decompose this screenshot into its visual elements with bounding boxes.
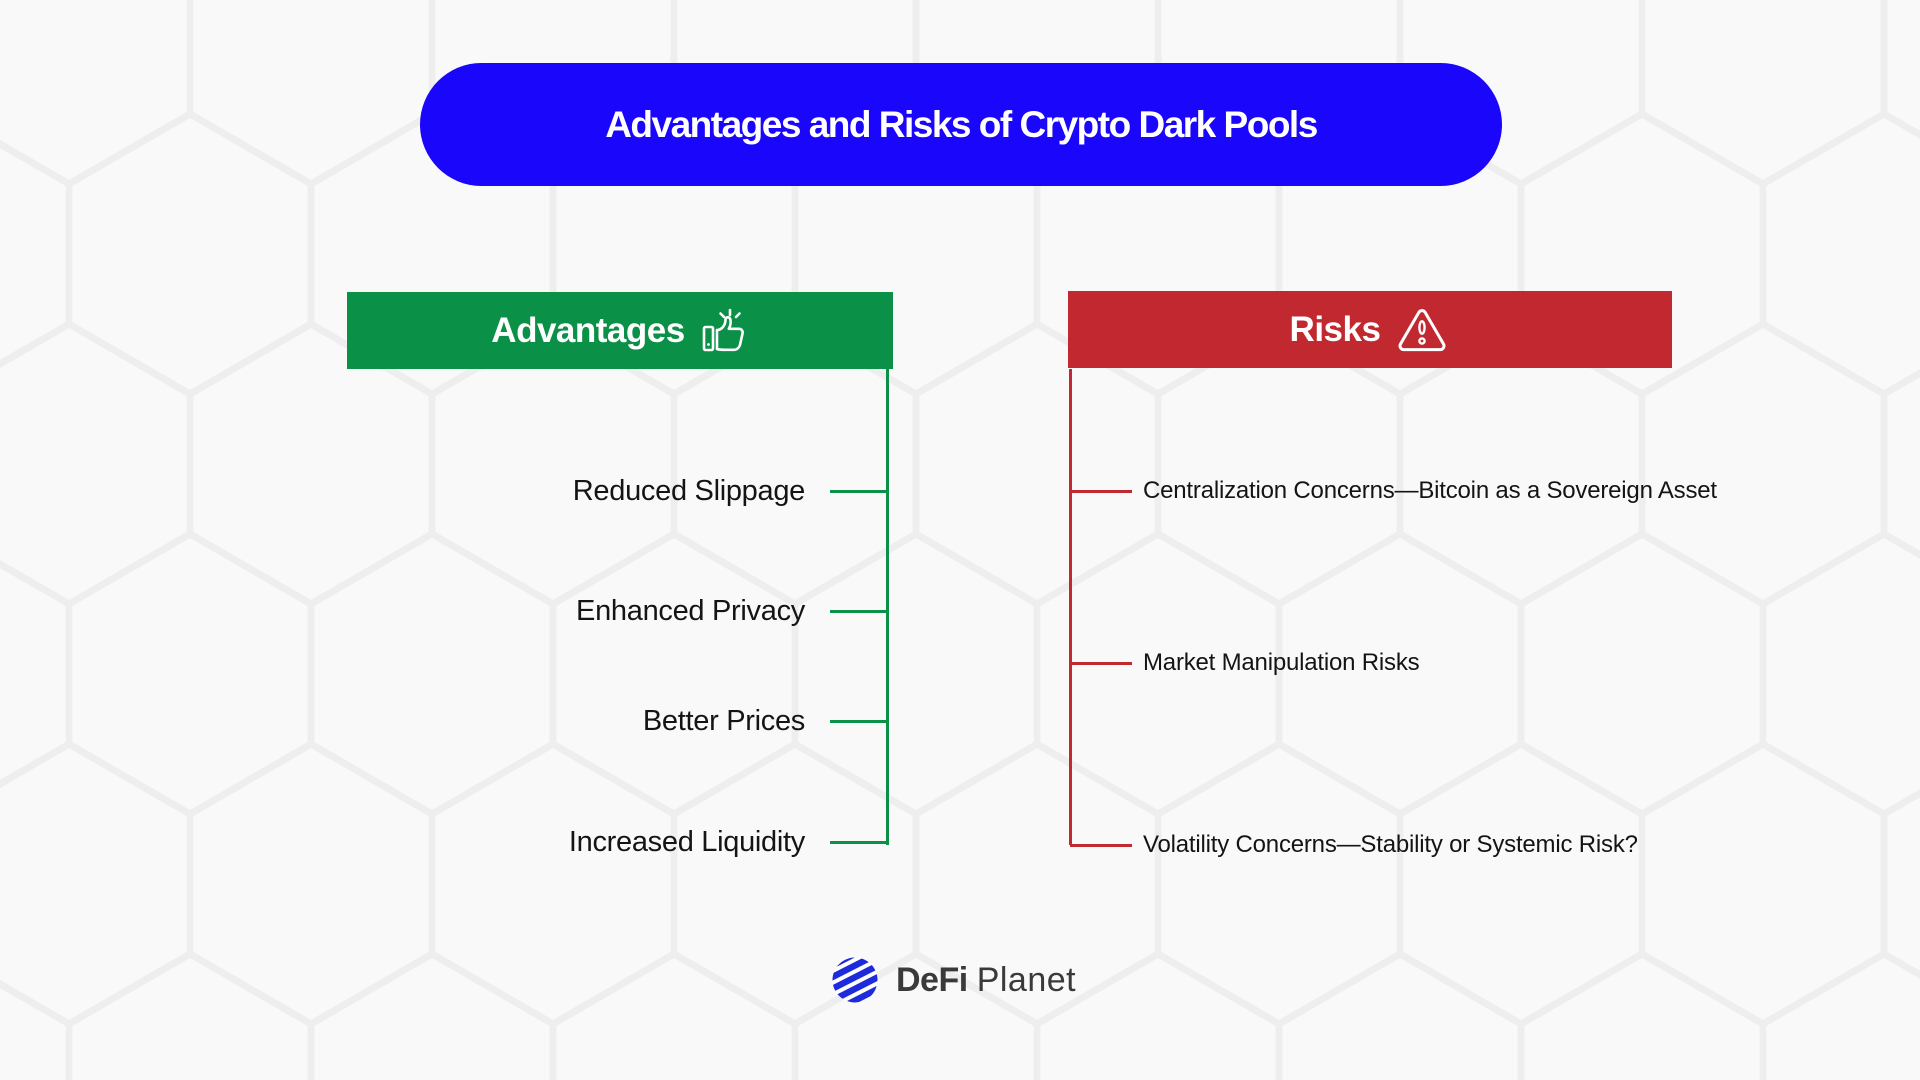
connector-line <box>830 609 889 613</box>
list-item-advantage: Increased Liquidity <box>569 820 889 864</box>
globe-icon <box>832 957 878 1003</box>
brand-name-regular: Planet <box>976 960 1077 999</box>
connector-line <box>1070 489 1132 493</box>
advantage-label: Better Prices <box>642 704 805 737</box>
connector-line <box>1070 661 1132 665</box>
connector-line <box>830 719 889 723</box>
page-title: Advantages and Risks of Crypto Dark Pool… <box>605 103 1318 145</box>
risk-label: Volatility Concerns—Stability or Systemi… <box>1143 831 1638 858</box>
advantages-header: Advantages <box>347 292 893 369</box>
connector-line <box>830 489 889 493</box>
list-item-risk: Centralization Concerns—Bitcoin as a Sov… <box>1070 469 1717 513</box>
list-item-risk: Volatility Concerns—Stability or Systemi… <box>1070 823 1638 867</box>
connector-line <box>830 840 889 844</box>
risks-header-label: Risks <box>1289 309 1381 349</box>
list-item-advantage: Better Prices <box>643 699 889 743</box>
risks-header: Risks <box>1068 291 1672 368</box>
brand-logo: DeFi Planet <box>830 955 1076 1005</box>
risks-spine-line <box>1069 369 1072 845</box>
list-item-risk: Market Manipulation Risks <box>1070 641 1420 685</box>
advantage-label: Enhanced Privacy <box>576 594 805 627</box>
brand-name-bold: DeFi <box>896 960 968 999</box>
connector-line <box>1070 843 1132 847</box>
title-banner: Advantages and Risks of Crypto Dark Pool… <box>420 63 1502 186</box>
advantages-spine-line <box>886 368 889 845</box>
advantage-label: Increased Liquidity <box>568 825 805 858</box>
thumbs-up-icon <box>702 308 744 351</box>
risk-label: Market Manipulation Risks <box>1143 649 1420 676</box>
risk-label: Centralization Concerns—Bitcoin as a Sov… <box>1143 477 1717 504</box>
advantage-label: Reduced Slippage <box>572 474 806 507</box>
warning-triangle-icon <box>1398 308 1446 351</box>
brand-name: DeFi Planet <box>896 961 1076 1000</box>
list-item-advantage: Enhanced Privacy <box>576 589 889 633</box>
list-item-advantage: Reduced Slippage <box>573 469 889 513</box>
advantages-header-label: Advantages <box>491 310 685 350</box>
